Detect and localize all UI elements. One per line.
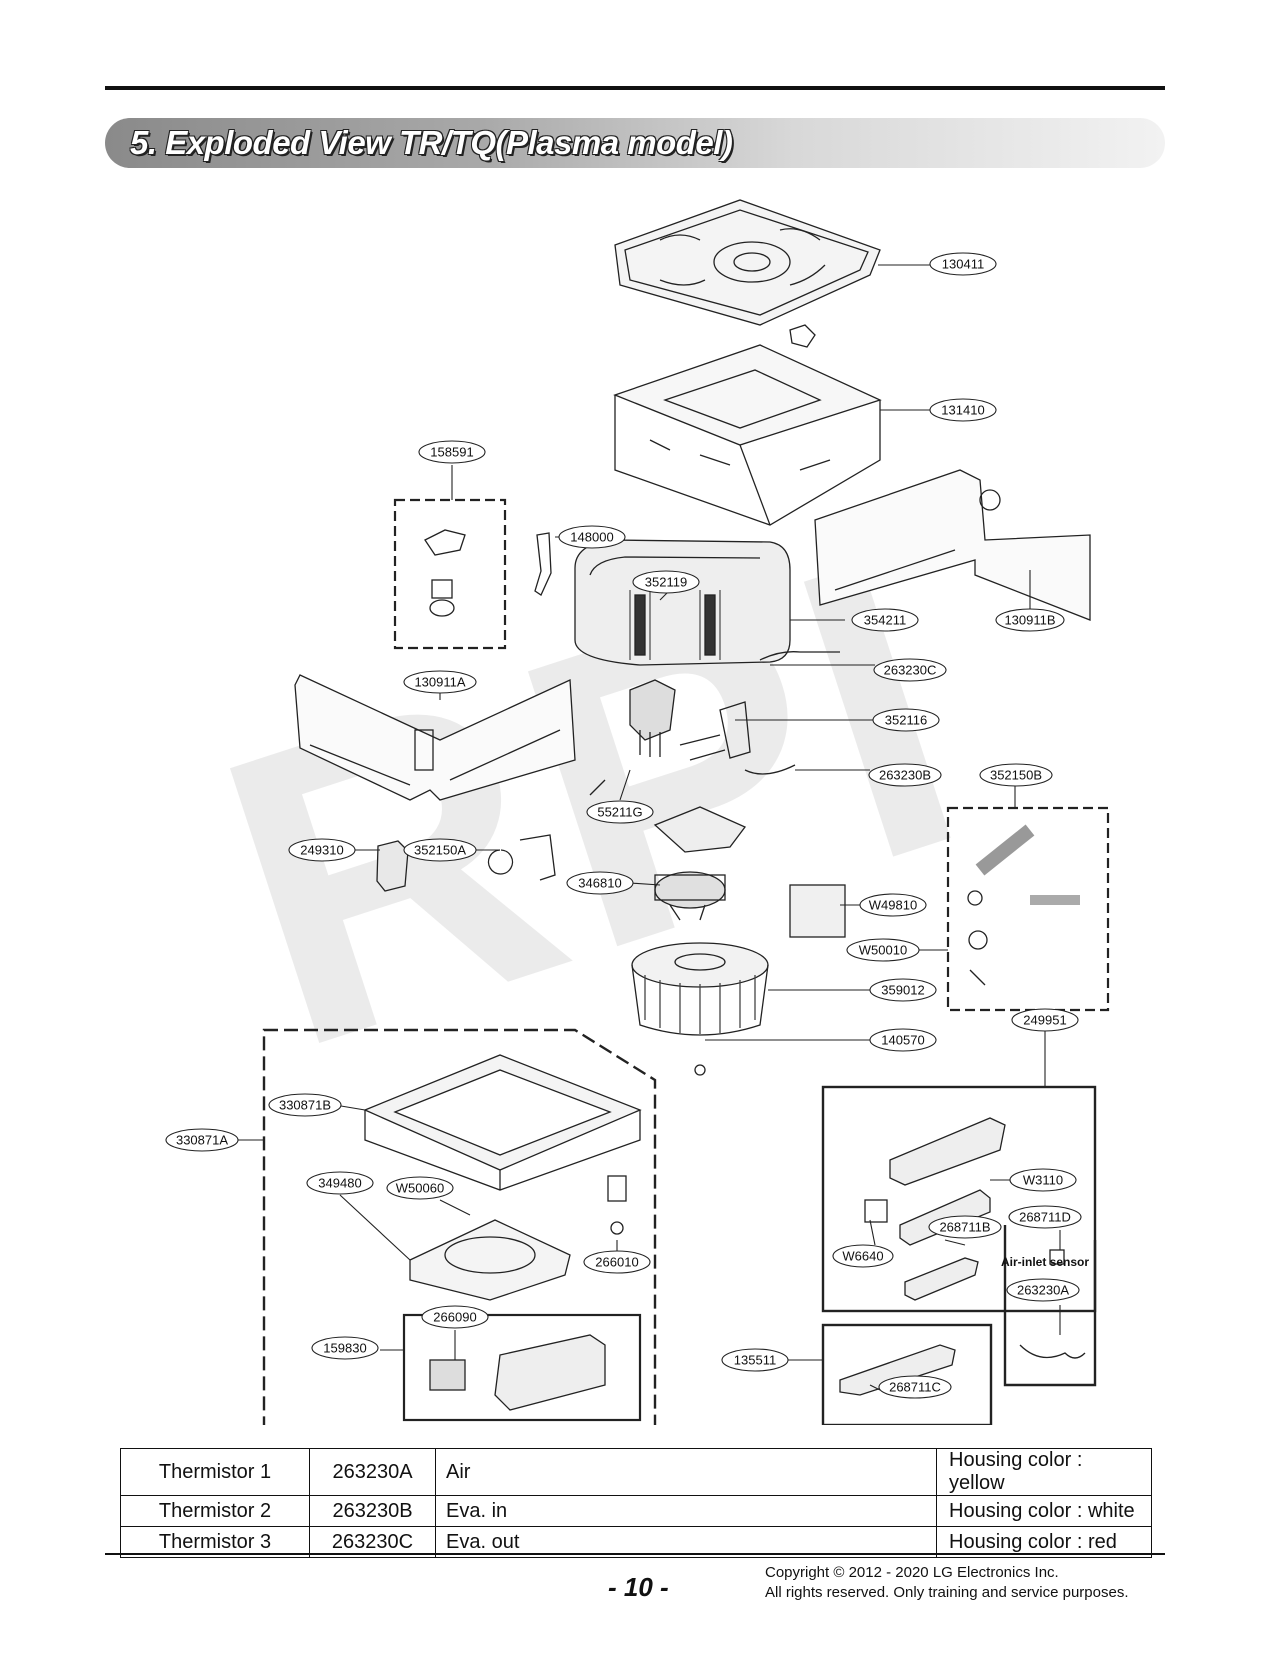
callout-131410: 131410 bbox=[941, 402, 984, 417]
exploded-view-diagram: 130411 131410 158591 148000 352119 35421… bbox=[165, 199, 1110, 1425]
part-turbo-fan bbox=[631, 942, 769, 1036]
air-inlet-sensor-label: Air-inlet sensor bbox=[1001, 1255, 1089, 1269]
copyright-line-2: All rights reserved. Only training and s… bbox=[765, 1584, 1129, 1601]
thermistor-name: Thermistor 2 bbox=[120, 1495, 310, 1527]
thermistor-part: 263230C bbox=[309, 1526, 436, 1558]
callout-352116: 352116 bbox=[885, 712, 927, 727]
section-title: 5. Exploded View TR/TQ(Plasma model) bbox=[130, 124, 733, 161]
thermistor-part: 263230B bbox=[309, 1495, 436, 1527]
part-motor bbox=[653, 806, 747, 921]
callout-249310: 249310 bbox=[300, 842, 343, 857]
table-row: Thermistor 1 263230A Air Housing color :… bbox=[120, 1448, 1152, 1496]
callout-263230C: 263230C bbox=[884, 662, 937, 677]
part-sensor-bracket bbox=[424, 529, 466, 617]
thermistor-housing: Housing color : white bbox=[936, 1495, 1152, 1527]
callout-352150A: 352150A bbox=[414, 842, 466, 857]
callout-263230B: 263230B bbox=[879, 767, 931, 782]
thermistor-location: Eva. in bbox=[435, 1495, 937, 1527]
callout-130911B: 130911B bbox=[1004, 612, 1055, 627]
part-side-panel-a bbox=[294, 674, 576, 801]
callout-263230A: 263230A bbox=[1017, 1282, 1069, 1297]
callout-W50060: W50060 bbox=[396, 1180, 444, 1195]
callout-354211: 354211 bbox=[864, 612, 906, 627]
callout-140570: 140570 bbox=[881, 1032, 924, 1047]
callout-W6640: W6640 bbox=[842, 1248, 883, 1263]
callout-130411: 130411 bbox=[942, 256, 984, 271]
callout-148000: 148000 bbox=[570, 529, 613, 544]
callout-268711B: 268711B bbox=[939, 1219, 990, 1234]
part-front-grille bbox=[614, 199, 881, 348]
part-piping bbox=[589, 651, 840, 796]
callout-W3110: W3110 bbox=[1023, 1172, 1063, 1187]
callout-268711D: 268711D bbox=[1019, 1209, 1071, 1224]
callout-346810: 346810 bbox=[578, 875, 621, 890]
thermistor-housing: Housing color : red bbox=[936, 1526, 1152, 1558]
part-front-panel-frame bbox=[363, 1054, 642, 1191]
thermistor-location: Air bbox=[435, 1448, 937, 1496]
thermistor-table: Thermistor 1 263230A Air Housing color :… bbox=[120, 1448, 1152, 1558]
thermistor-name: Thermistor 3 bbox=[120, 1526, 310, 1558]
thermistor-housing: Housing color : yellow bbox=[936, 1448, 1152, 1496]
section-title-bar bbox=[105, 118, 1165, 168]
callout-266010: 266010 bbox=[595, 1254, 638, 1269]
callout-359012: 359012 bbox=[881, 982, 924, 997]
top-rule bbox=[105, 86, 1165, 90]
callout-55211G: 55211G bbox=[597, 804, 642, 819]
callout-352119: 352119 bbox=[645, 574, 687, 589]
callout-349480: 349480 bbox=[318, 1175, 361, 1190]
thermistor-part: 263230A bbox=[309, 1448, 436, 1496]
table-row: Thermistor 3 263230C Eva. out Housing co… bbox=[120, 1526, 1152, 1558]
thermistor-name: Thermistor 1 bbox=[120, 1448, 310, 1496]
callout-W49810: W49810 bbox=[869, 897, 917, 912]
callout-130911A: 130911A bbox=[414, 674, 465, 689]
part-control-box bbox=[864, 1117, 1006, 1301]
callout-266090: 266090 bbox=[433, 1309, 476, 1324]
callout-158591: 158591 bbox=[430, 444, 473, 459]
callout-135511: 135511 bbox=[734, 1352, 776, 1367]
callout-249951: 249951 bbox=[1023, 1012, 1066, 1027]
callout-W50010: W50010 bbox=[859, 942, 907, 957]
callout-159830: 159830 bbox=[323, 1340, 366, 1355]
bottom-rule bbox=[105, 1553, 1165, 1555]
callout-330871B: 330871B bbox=[279, 1097, 331, 1112]
copyright-line-1: Copyright © 2012 - 2020 LG Electronics I… bbox=[765, 1564, 1059, 1581]
copyright: Copyright © 2012 - 2020 LG Electronics I… bbox=[765, 1563, 1129, 1603]
part-drain-hose bbox=[967, 824, 1080, 986]
part-cabinet bbox=[613, 344, 882, 526]
part-side-panel-b bbox=[814, 469, 1091, 621]
thermistor-location: Eva. out bbox=[435, 1526, 937, 1558]
table-row: Thermistor 2 263230B Eva. in Housing col… bbox=[120, 1495, 1152, 1527]
part-evaporator bbox=[574, 539, 791, 666]
callout-330871A: 330871A bbox=[176, 1132, 228, 1147]
callout-352150B: 352150B bbox=[990, 767, 1042, 782]
part-bell-mouth bbox=[409, 1219, 571, 1301]
callout-268711C: 268711C bbox=[889, 1379, 941, 1394]
page-number: - 10 - bbox=[608, 1572, 669, 1602]
